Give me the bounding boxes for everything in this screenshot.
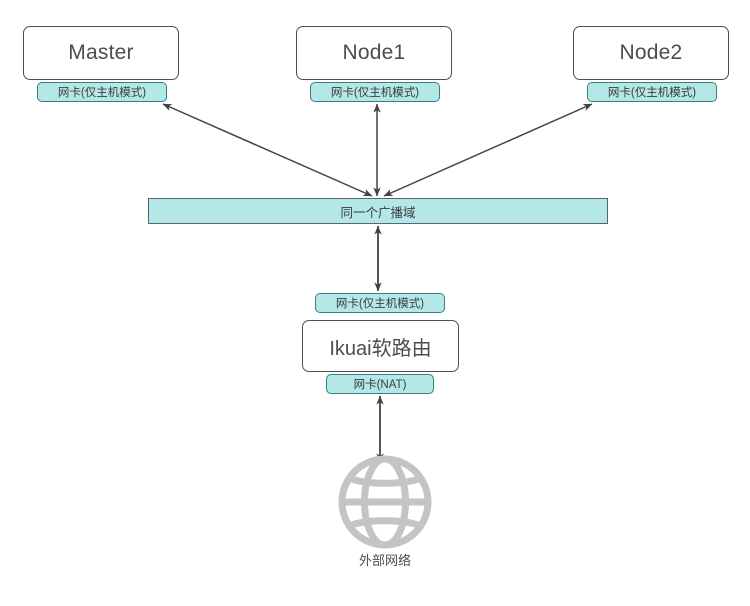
host-label-node1: Node1 [342,41,406,64]
globe-icon [330,452,440,552]
nic-badge-node2[interactable]: 网卡(仅主机模式) [587,82,717,102]
host-box-node2[interactable]: Node2 [573,26,729,80]
host-box-node1[interactable]: Node1 [296,26,452,80]
router-label: Ikuai软路由 [329,337,432,360]
edge-node2-to-broadcast [383,103,593,197]
nic-label-node1: 网卡(仅主机模式) [330,87,420,99]
nic-label-master: 网卡(仅主机模式) [57,87,147,99]
nic-label-node2: 网卡(仅主机模式) [607,87,697,99]
host-label-node2: Node2 [619,41,683,64]
edge-master-to-broadcast [162,103,373,197]
nic-label-router-uplink: 网卡(仅主机模式) [335,298,425,310]
external-network-text: 外部网络 [358,553,411,568]
router-box-ikuai[interactable]: Ikuai软路由 [302,320,459,372]
nic-badge-node1[interactable]: 网卡(仅主机模式) [310,82,440,102]
host-label-master: Master [68,41,134,64]
host-box-master[interactable]: Master [23,26,179,80]
nic-badge-master[interactable]: 网卡(仅主机模式) [37,82,167,102]
nic-badge-router-nat[interactable]: 网卡(NAT) [326,374,434,394]
broadcast-domain-bar[interactable]: 同一个广播域 [148,198,608,224]
external-network-label: 外部网络 [300,550,470,569]
broadcast-domain-label: 同一个广播域 [340,205,416,220]
nic-badge-router-uplink[interactable]: 网卡(仅主机模式) [315,293,445,313]
nic-label-router-nat: 网卡(NAT) [353,379,407,391]
